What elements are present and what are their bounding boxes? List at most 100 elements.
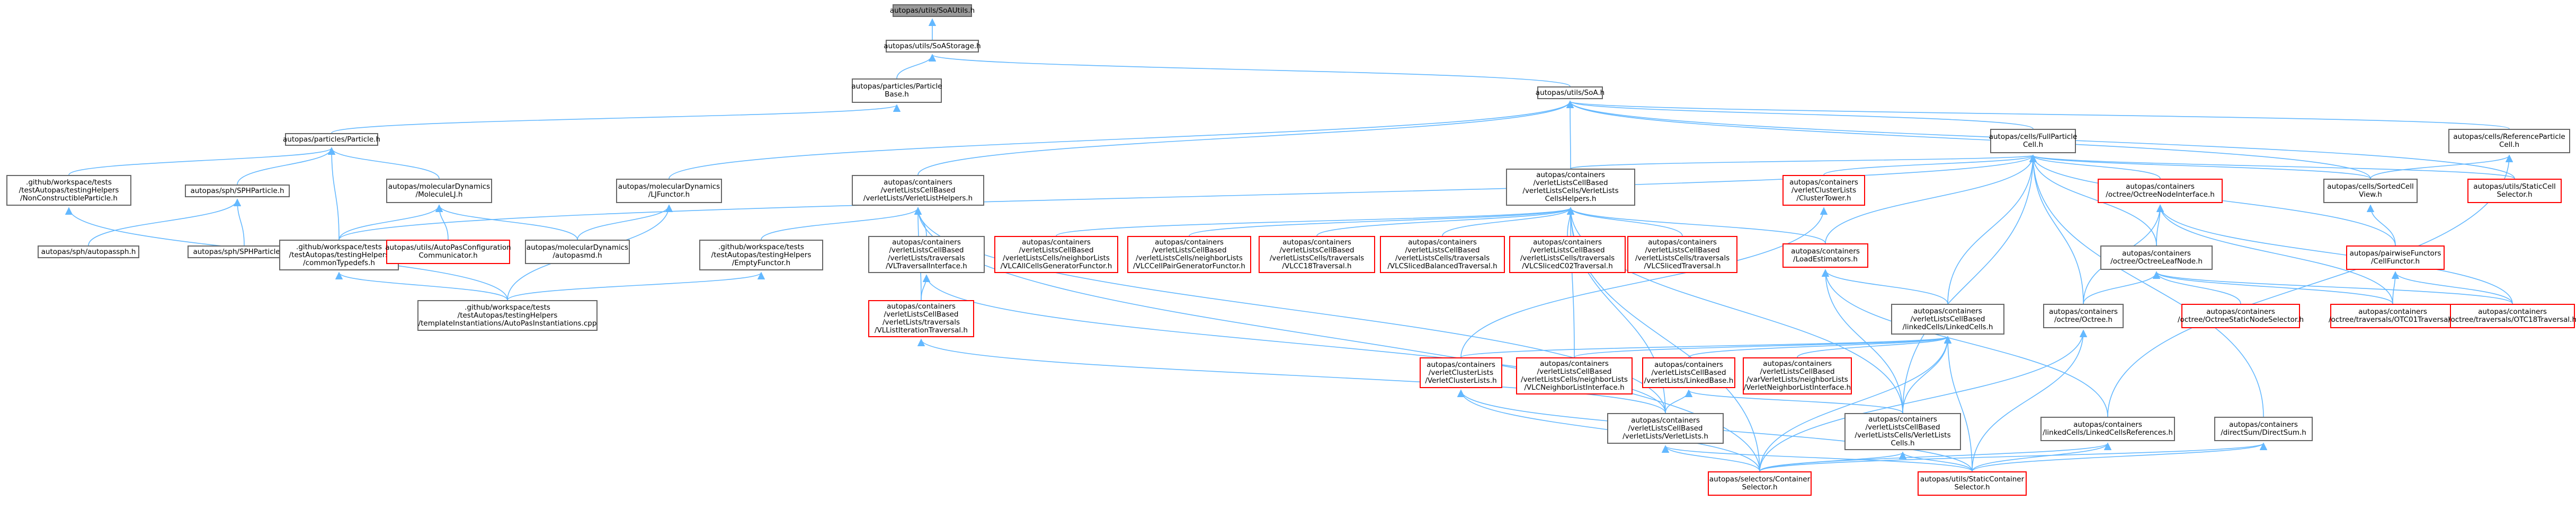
node-vlccellpairgeneratorfunctor[interactable]: autopas/containers /verletListsCellBased… — [1127, 236, 1251, 273]
edge-n49-to-n45 — [1661, 445, 1760, 472]
edge-n07-to-n04 — [1566, 100, 2510, 129]
edge-n22-to-n11 — [577, 204, 673, 240]
node-octreeleafnode[interactable]: autopas/containers /octree/OctreeLeafNod… — [2100, 245, 2213, 270]
node-verletneighborlistinterface[interactable]: autopas/containers /verletListsCellBased… — [1743, 357, 1852, 394]
edge-n05-to-n03 — [331, 104, 901, 134]
node-linkedbase[interactable]: autopas/containers /verletListsCellBased… — [1642, 357, 1735, 388]
node-octreestaticnodeselector[interactable]: autopas/containers /octree/OctreeStaticN… — [2178, 304, 2304, 328]
edge-n49-to-n37 — [1759, 329, 2088, 472]
node-vlcallcellsgeneratorfunctor[interactable]: autopas/containers /verletListsCellBased… — [994, 236, 1118, 273]
edge-n46-to-n36 — [1902, 336, 1952, 414]
node-vltraversalinterface[interactable]: autopas/containers /verletListsCellBased… — [868, 236, 985, 273]
node-octree[interactable]: autopas/containers /octree/Octree.h — [2043, 304, 2124, 328]
node-soa[interactable]: autopas/utils/SoA.h — [1536, 86, 1605, 99]
node-verletlisthelpers[interactable]: autopas/containers /verletListsCellBased… — [852, 175, 984, 206]
edge-n19-to-n09 — [233, 198, 245, 246]
node-autopasmd[interactable]: autopas/molecularDynamics /autopasmd.h — [525, 240, 630, 264]
node-staticcellselector[interactable]: autopas/utils/StaticCell Selector.h — [2467, 179, 2562, 203]
edge-n46-to-n06 — [1902, 154, 2037, 414]
edge-n41-to-n14 — [1460, 207, 1828, 358]
edge-n50-to-n37 — [1972, 329, 2088, 472]
edge-n43-to-n36 — [1688, 336, 1951, 358]
node-sphparticle-h[interactable]: autopas/sph/SPHParticle.h — [185, 185, 290, 197]
node-autopasinstantiations[interactable]: .github/workspace/tests /testAutopas/tes… — [417, 300, 598, 331]
edge-n33-to-n16 — [2366, 204, 2396, 246]
edge-n32-to-n06 — [2029, 154, 2157, 246]
edge-n48-to-n06 — [2029, 154, 2264, 417]
edge-n20-to-n05 — [327, 147, 340, 240]
node-particle[interactable]: autopas/particles/Particle.h — [283, 133, 380, 146]
node-octreenodeinterface[interactable]: autopas/containers /octree/OctreeNodeInt… — [2098, 179, 2223, 203]
node-cellfunctor[interactable]: autopas/pairwiseFunctors /CellFunctor.h — [2346, 245, 2445, 270]
node-soastorage[interactable]: autopas/utils/SoAStorage.h — [884, 40, 981, 52]
node-linkedcellsreferences[interactable]: autopas/containers /linkedCells/LinkedCe… — [2040, 417, 2175, 441]
edge-n22-to-n10 — [435, 204, 578, 240]
node-verletlists[interactable]: autopas/containers /verletListsCellBased… — [1607, 413, 1724, 444]
node-particlebase[interactable]: autopas/particles/Particle Base.h — [851, 78, 942, 103]
node-vlcslicedbalancedtraversal[interactable]: autopas/containers /verletListsCellBased… — [1380, 236, 1505, 273]
edge-n27-to-n13 — [1316, 207, 1574, 236]
edge-n28-to-n13 — [1442, 207, 1575, 236]
edge-n42-to-n36 — [1574, 336, 1951, 358]
edge-n16-to-n07 — [2370, 154, 2513, 179]
node-emptyfunctor[interactable]: .github/workspace/tests /testAutopas/tes… — [699, 240, 823, 270]
node-otc01traversal[interactable]: autopas/containers /octree/traversals/OT… — [2329, 304, 2457, 328]
node-sortedcellview[interactable]: autopas/cells/SortedCell View.h — [2323, 179, 2418, 203]
edge-n09-to-n05 — [237, 147, 336, 185]
edge-n50-to-n45 — [1662, 445, 1973, 472]
node-linkedcells[interactable]: autopas/containers /verletListsCellBased… — [1891, 304, 2004, 335]
edge-n06-to-n04 — [1566, 100, 2034, 129]
node-vlcslicedc02traversal[interactable]: autopas/containers /verletListsCellBased… — [1509, 236, 1626, 273]
edge-n30-to-n13 — [1566, 207, 1683, 236]
node-containerselector[interactable]: autopas/selectors/Container Selector.h — [1708, 471, 1812, 496]
edge-n49-to-n46 — [1759, 451, 1906, 472]
node-ljfunctor[interactable]: autopas/molecularDynamics /LJFunctor.h — [616, 179, 722, 203]
edge-n44-to-n36 — [1797, 336, 1951, 358]
node-verletlistscellshelpers[interactable]: autopas/containers /verletListsCellBased… — [1506, 169, 1635, 206]
edge-n50-to-n48 — [1972, 442, 2267, 472]
node-vlcc18traversal[interactable]: autopas/containers /verletListsCellBased… — [1259, 236, 1375, 273]
node-autopasconfigurationcommunicator[interactable]: autopas/utils/AutoPasConfiguration Commu… — [385, 240, 511, 264]
edge-n13-to-n06 — [1570, 154, 2037, 169]
node-nonconstructibleparticle[interactable]: .github/workspace/tests /testAutopas/tes… — [6, 175, 131, 206]
edge-n45-to-n35 — [917, 338, 1666, 414]
edge-n25-to-n13 — [1056, 207, 1574, 236]
edge-n15-to-n06 — [2029, 154, 2161, 179]
edge-n41-to-n36 — [1460, 336, 1951, 358]
edge-n34-to-n20 — [335, 271, 508, 301]
edge-n36-to-n06 — [1947, 154, 2037, 304]
edge-n31-to-n06 — [1825, 154, 2037, 244]
node-clustertower[interactable]: autopas/containers /verletClusterLists /… — [1782, 175, 1865, 206]
node-loadestimators[interactable]: autopas/containers /LoadEstimators.h — [1782, 243, 1868, 268]
edge-n04-to-n02 — [929, 54, 1571, 87]
edge-n26-to-n13 — [1189, 207, 1574, 236]
node-otc18traversal[interactable]: autopas/containers /octree/traversals/OT… — [2448, 304, 2576, 328]
edge-n20-to-n10 — [338, 204, 443, 240]
node-verletlistscells[interactable]: autopas/containers /verletListsCellBased… — [1844, 413, 1961, 450]
edge-n46-to-n43 — [1685, 389, 1903, 414]
node-moleculelj[interactable]: autopas/molecularDynamics /MoleculeLJ.h — [386, 179, 492, 203]
edge-n50-to-n36 — [1944, 336, 1973, 472]
node-referenceparticlecell[interactable]: autopas/cells/ReferenceParticle Cell.h — [2448, 129, 2570, 153]
edge-n10-to-n05 — [327, 147, 440, 179]
edge-n37-to-n06 — [2029, 154, 2084, 304]
edge-n16-to-n06 — [2029, 154, 2371, 179]
edge-n47-to-n31 — [1821, 269, 2108, 417]
node-vlcslicedtraversal[interactable]: autopas/containers /verletListsCellBased… — [1627, 236, 1737, 273]
edge-n35-to-n24 — [921, 274, 931, 301]
node-vllistiterationtraversal[interactable]: autopas/containers /verletListsCellBased… — [868, 300, 974, 337]
node-fullparticlecell[interactable]: autopas/cells/FullParticle Cell.h — [1989, 129, 2077, 153]
node-vlcneighborlistinterface[interactable]: autopas/containers /verletListsCellBased… — [1516, 357, 1633, 394]
edge-n34-to-n23 — [507, 271, 765, 301]
node-directsum[interactable]: autopas/containers /directSum/DirectSum.… — [2214, 417, 2313, 441]
node-autopassph[interactable]: autopas/sph/autopassph.h — [38, 245, 139, 258]
node-verletclusterlists[interactable]: autopas/containers /verletClusterLists /… — [1420, 357, 1502, 388]
edge-n29-to-n13 — [1566, 207, 1575, 236]
node-staticcontainerselector[interactable]: autopas/utils/StaticContainer Selector.h — [1918, 471, 2027, 496]
edge-n03-to-n02 — [896, 54, 937, 79]
edge-n13-to-n04 — [1566, 100, 1574, 169]
node-commontypedefs[interactable]: .github/workspace/tests /testAutopas/tes… — [279, 240, 399, 270]
edge-n36-to-n31 — [1821, 269, 1948, 304]
edge-n39-to-n32 — [2153, 271, 2393, 304]
edge-n31-to-n13 — [1566, 207, 1826, 244]
